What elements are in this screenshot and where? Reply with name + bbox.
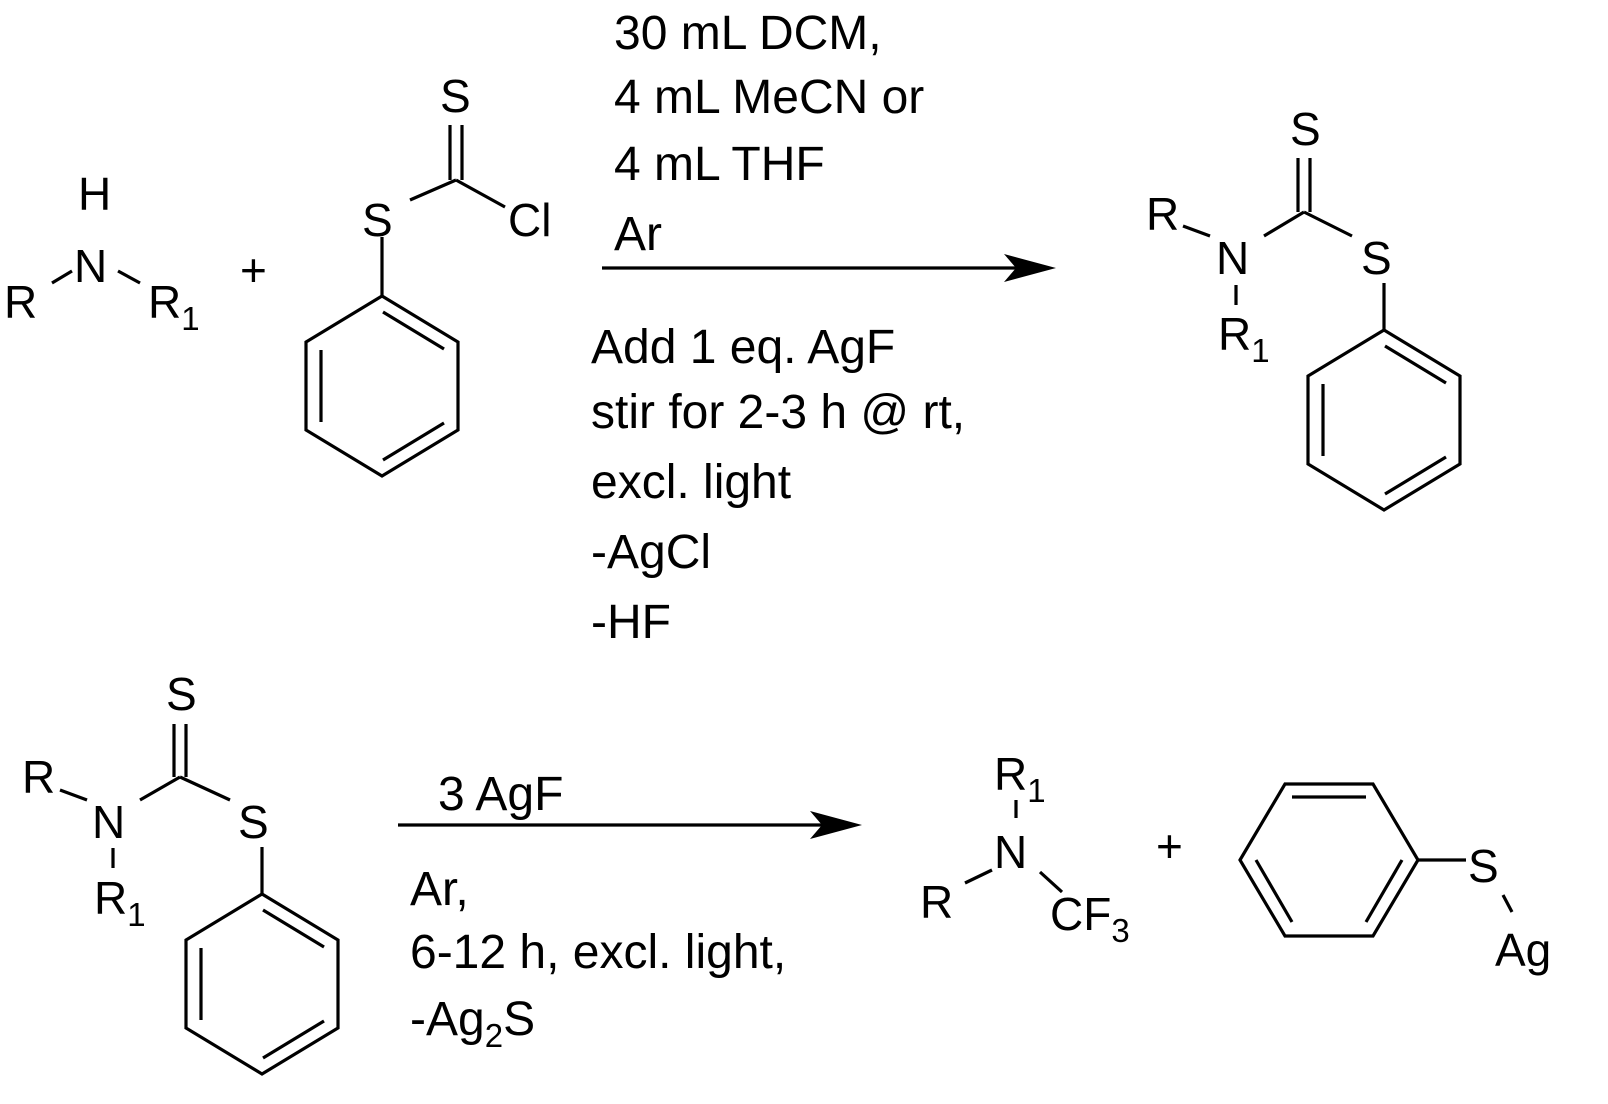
atom-r1: R1 (1218, 308, 1270, 369)
atom-r: R (4, 276, 37, 328)
step1-arrow-head (1004, 254, 1056, 282)
atom-s: S (1468, 840, 1499, 892)
atom-n: N (994, 826, 1027, 878)
chlorodithioformate-reactant: S S Cl (304, 70, 551, 478)
dithiocarbamate-reactant: S R N S R1 (22, 668, 340, 1076)
atom-h: H (78, 168, 111, 220)
ring-double-1 (382, 310, 445, 351)
bond-c-cl (455, 178, 506, 209)
ring-double-1 (262, 908, 325, 949)
bond-c-s (179, 775, 231, 802)
ring-double-3 (1254, 859, 1294, 923)
trifluoromethylamine-product: R1 N R CF3 (920, 748, 1130, 949)
atom-n: N (92, 796, 125, 848)
ring-double-2 (1384, 455, 1447, 496)
phenyl-ring (304, 294, 460, 478)
atom-s-thione: S (1290, 103, 1321, 155)
bond-r-n (59, 788, 88, 802)
ring-double-2 (1364, 859, 1404, 923)
plus-sign: + (240, 244, 267, 296)
step2-arrow-head (810, 811, 862, 839)
bond-c-s (409, 178, 457, 202)
bond-n-cf3 (1038, 870, 1064, 894)
step1-condition-6: stir for 2-3 h @ rt, (591, 386, 965, 439)
bond-c-s (1303, 210, 1353, 238)
ring-double-1 (1384, 344, 1447, 385)
atom-r: R (1146, 188, 1179, 240)
step1-arrow-group: 30 mL DCM, 4 mL MeCN or 4 mL THF Ar Add … (591, 7, 1056, 649)
step1-condition-9: -HF (591, 596, 671, 649)
phenyl-ring (184, 892, 340, 1076)
atom-r: R (22, 751, 55, 803)
bond-r-n (964, 868, 993, 885)
step2-condition-4: -Ag2S (410, 993, 535, 1054)
step2-condition-2: Ar, (410, 863, 469, 916)
step1-condition-7: excl. light (591, 456, 791, 509)
step1-condition-8: -AgCl (591, 526, 711, 579)
bond-r-n (51, 269, 73, 285)
bond-s-ag (1501, 894, 1514, 913)
bond-n-c (139, 775, 181, 802)
atom-s-thione: S (166, 668, 197, 720)
amine-reactant: R N H R1 (4, 168, 200, 337)
atom-s-thio: S (238, 796, 269, 848)
bond-n-c (1263, 210, 1305, 238)
step1-condition-5: Add 1 eq. AgF (591, 321, 895, 374)
atom-s-thio: S (1361, 232, 1392, 284)
ring-double-2 (262, 1019, 325, 1060)
atom-cl: Cl (508, 194, 551, 246)
phenyl-ring (1238, 782, 1420, 938)
dithiocarbamate-product: S R N S R1 (1146, 103, 1462, 512)
atom-cf3: CF3 (1050, 888, 1130, 949)
step1-condition-2: 4 mL MeCN or (614, 71, 924, 124)
atom-r: R (920, 876, 953, 928)
bond-r-n (1182, 224, 1211, 238)
atom-s-thione: S (440, 70, 471, 122)
silver-thiophenolate-product: S Ag (1238, 782, 1551, 976)
atom-r1: R1 (994, 748, 1046, 809)
step2-arrow-group: 3 AgF Ar, 6-12 h, excl. light, -Ag2S (398, 768, 862, 1054)
step2-condition-1: 3 AgF (438, 768, 563, 821)
bond-n-r1 (117, 269, 141, 285)
atom-s-thio: S (362, 194, 393, 246)
step1-condition-1: 30 mL DCM, (614, 7, 882, 60)
atom-r1: R1 (94, 872, 146, 933)
step1-condition-4: Ar (614, 208, 662, 261)
atom-n: N (74, 240, 107, 292)
plus-sign-2: + (1156, 820, 1183, 872)
step1-condition-3: 4 mL THF (614, 138, 825, 191)
ring-double-2 (382, 421, 445, 462)
phenyl-ring (1306, 328, 1462, 512)
step2-condition-3: 6-12 h, excl. light, (410, 926, 786, 979)
atom-n: N (1216, 232, 1249, 284)
atom-ag: Ag (1495, 924, 1551, 976)
atom-r1: R1 (148, 276, 200, 337)
